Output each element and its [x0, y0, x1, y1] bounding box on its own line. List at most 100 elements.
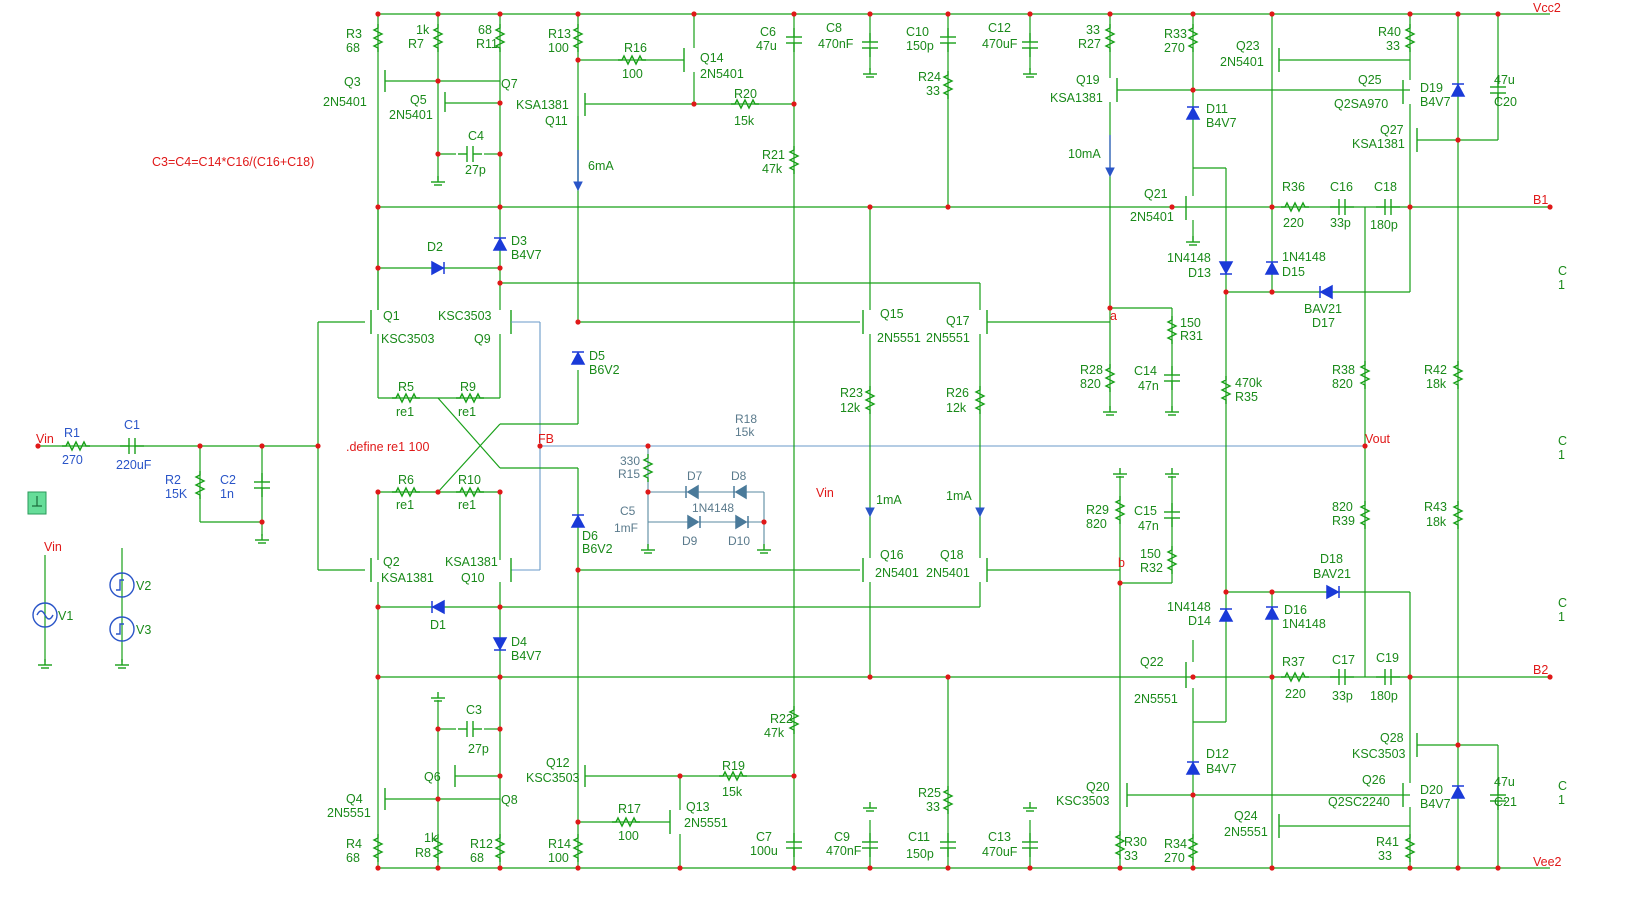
- r34-name: R34: [1164, 837, 1187, 851]
- r11-value: 68: [478, 23, 492, 37]
- d7-d10-value: 1N4148: [692, 501, 734, 515]
- c2-value: 1n: [220, 487, 234, 501]
- d15-name: D15: [1282, 265, 1305, 279]
- c4-value: 27p: [465, 163, 486, 177]
- c4-name: C4: [468, 129, 484, 143]
- input-section: [27, 321, 365, 571]
- d19-name: D19: [1420, 81, 1443, 95]
- d9-name: D9: [682, 534, 698, 548]
- r3-name: R3: [346, 27, 362, 41]
- vout-label: Vout: [1365, 432, 1391, 446]
- d6-name: D6: [582, 529, 598, 543]
- q25-value: Q2SA970: [1334, 97, 1388, 111]
- q25-name: Q25: [1358, 73, 1382, 87]
- d18-value: BAV21: [1313, 567, 1351, 581]
- q18-value: 2N5401: [926, 566, 970, 580]
- r15-value: 330: [620, 454, 640, 468]
- c11-name: C11: [908, 830, 930, 844]
- r13-name: R13: [548, 27, 571, 41]
- d12-name: D12: [1206, 747, 1229, 761]
- c6-name: C6: [760, 25, 776, 39]
- q22-name: Q22: [1140, 655, 1164, 669]
- d10-name: D10: [728, 534, 750, 548]
- r6-name: R6: [398, 473, 414, 487]
- q19-name: Q19: [1076, 73, 1100, 87]
- q14-name: Q14: [700, 51, 724, 65]
- r22-value: 47k: [764, 726, 785, 740]
- r3-value: 68: [346, 41, 360, 55]
- d11-name: D11: [1206, 102, 1228, 116]
- c1-name: C1: [124, 418, 140, 432]
- c7-value: 100u: [750, 844, 778, 858]
- q23-value: 2N5401: [1220, 55, 1264, 69]
- r7-name: R7: [408, 37, 424, 51]
- q5-value: 2N5401: [389, 108, 433, 122]
- r2-name: R2: [165, 473, 181, 487]
- c5-name: C5: [620, 504, 636, 518]
- c2-name: C2: [220, 473, 236, 487]
- q12-name: Q12: [546, 756, 570, 770]
- c9-name: C9: [834, 830, 850, 844]
- d14-name: D14: [1188, 614, 1211, 628]
- q15-value: 2N5551: [877, 331, 921, 345]
- r12-name: R12: [470, 837, 493, 851]
- r25-value: 33: [926, 800, 940, 814]
- c7-name: C7: [756, 830, 772, 844]
- q5-name: Q5: [410, 93, 427, 107]
- v3-label: V3: [136, 623, 151, 637]
- c8-name: C8: [826, 21, 842, 35]
- r23-name: R23: [840, 386, 863, 400]
- r20-value: 15k: [734, 114, 755, 128]
- q16-name: Q16: [880, 548, 904, 562]
- q17-value: 2N5551: [926, 331, 970, 345]
- q6-name: Q6: [424, 770, 441, 784]
- q10-value: KSA1381: [445, 555, 498, 569]
- r11-name: R11: [476, 37, 498, 51]
- component-labels: R1 270 C1 220uF R2 15K C2 1n R3 68 Q3 2N…: [62, 21, 1517, 865]
- q11-name: Q11: [545, 114, 568, 128]
- d3-value: B4V7: [511, 248, 542, 262]
- vas-stage: [571, 14, 1039, 868]
- c21-name: C21: [1494, 795, 1517, 809]
- r2-value: 15K: [165, 487, 188, 501]
- power-rails: [378, 13, 1550, 869]
- d2-name: D2: [427, 240, 443, 254]
- vin-input-label: Vin: [36, 432, 54, 446]
- second-stage: [500, 207, 1120, 677]
- edge-label-4: C: [1558, 779, 1567, 793]
- r19-name: R19: [722, 759, 745, 773]
- r20-name: R20: [734, 87, 757, 101]
- r38-name: R38: [1332, 363, 1355, 377]
- q1-value: KSC3503: [381, 332, 435, 346]
- r28-value: 820: [1080, 377, 1101, 391]
- q9-value: KSC3503: [438, 309, 492, 323]
- c18-value: 180p: [1370, 218, 1398, 232]
- c19-name: C19: [1376, 651, 1399, 665]
- d13-name: D13: [1188, 266, 1211, 280]
- current-6ma: 6mA: [588, 159, 614, 173]
- d15-value: 1N4148: [1282, 250, 1326, 264]
- r5-name: R5: [398, 380, 414, 394]
- r40-value: 33: [1386, 39, 1400, 53]
- c21-value: 47u: [1494, 775, 1515, 789]
- r14-name: R14: [548, 837, 571, 851]
- r33-name: R33: [1164, 27, 1187, 41]
- r36-name: R36: [1282, 180, 1305, 194]
- c6-value: 47u: [756, 39, 777, 53]
- q13-value: 2N5551: [684, 816, 728, 830]
- c3-name: C3: [466, 703, 482, 717]
- r1-value: 270: [62, 453, 83, 467]
- q21-name: Q21: [1144, 187, 1168, 201]
- r26-value: 12k: [946, 401, 967, 415]
- r43-name: R43: [1424, 500, 1447, 514]
- r36-value: 220: [1283, 216, 1304, 230]
- q24-value: 2N5551: [1224, 825, 1268, 839]
- r28-name: R28: [1080, 363, 1103, 377]
- edge-label-4v: 1: [1558, 793, 1565, 807]
- bias-network: [640, 446, 772, 554]
- fb-label: FB: [538, 432, 554, 446]
- current-arrows: [573, 135, 1115, 518]
- r37-name: R37: [1282, 655, 1305, 669]
- r8-name: R8: [415, 846, 431, 860]
- v2-label: V2: [136, 579, 151, 593]
